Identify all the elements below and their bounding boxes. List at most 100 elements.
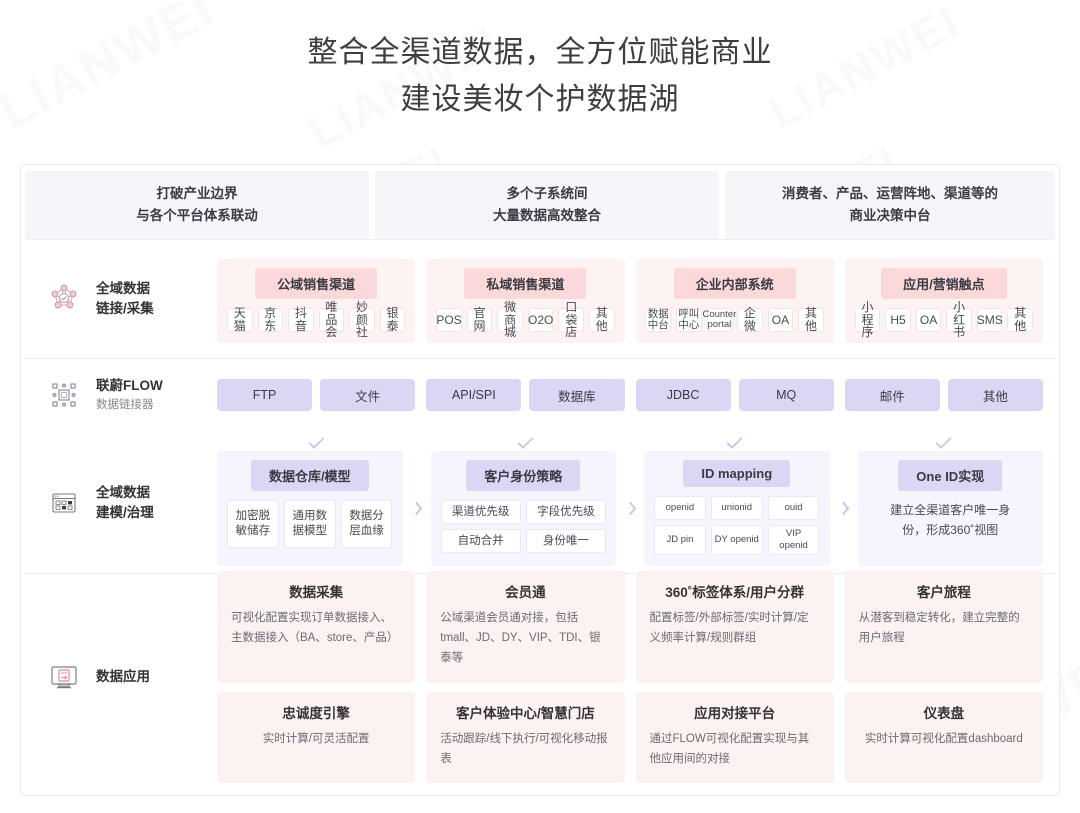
chip[interactable]: SMS <box>977 308 1003 332</box>
chip[interactable]: Counter portal <box>702 308 737 332</box>
chip[interactable]: VIP openid <box>767 525 820 555</box>
chip[interactable]: 官网 <box>466 307 493 332</box>
chevron-col <box>845 431 1043 451</box>
flow-pill[interactable]: 其他 <box>947 379 1043 411</box>
chip[interactable]: 天猫 <box>226 307 253 332</box>
chip[interactable]: JD pin <box>654 525 706 555</box>
chevron-col <box>426 431 624 451</box>
chevron-right-icon <box>837 501 850 516</box>
chip[interactable]: 身份唯一 <box>525 529 606 553</box>
header-box-2: 消费者、产品、运营阵地、渠道等的 商业决策中台 <box>725 171 1055 239</box>
chip[interactable]: 妙颜社 <box>349 301 375 339</box>
app-card-desc: 实时计算可视化配置dashboard <box>864 733 1023 746</box>
row-application-title: 数据应用 <box>96 668 150 684</box>
flow-pill[interactable]: 文件 <box>320 379 416 411</box>
chip[interactable]: 微商城 <box>497 301 523 339</box>
chip[interactable]: 其他 <box>798 307 824 332</box>
chip[interactable]: openid <box>654 496 706 520</box>
flow-group-0: FTP 文件 <box>217 379 416 411</box>
chip[interactable]: 渠道优先级 <box>440 500 521 524</box>
chevron-down-icon <box>307 432 325 450</box>
app-card-desc: 活动跟踪/线下执行/可视化移动报表 <box>440 733 608 766</box>
app-card-desc: 从潜客到稳定转化，建立完整的用户旅程 <box>858 612 1020 645</box>
modeling-group-2-chips: openid unionid ouid JD pin DY openid VIP… <box>654 496 820 555</box>
flow-pill[interactable]: 邮件 <box>844 379 940 411</box>
header-box-0: 打破产业边界 与各个平台体系联动 <box>25 171 369 239</box>
header-strip: 打破产业边界 与各个平台体系联动 多个子系统间 大量数据高效整合 消费者、产品、… <box>21 165 1059 239</box>
chip[interactable]: unionid <box>710 496 763 520</box>
flow-group-2: JDBC MQ <box>635 379 834 411</box>
modeling-group-0-title: 数据仓库/模型 <box>250 460 369 491</box>
row-collection-title2: 链接/采集 <box>96 301 154 316</box>
chip[interactable]: POS <box>436 308 462 332</box>
chip[interactable]: ouid <box>767 496 820 520</box>
chip[interactable]: O2O <box>527 308 554 332</box>
arrow-separator <box>830 451 858 566</box>
chip[interactable]: 企微 <box>737 307 763 332</box>
chip[interactable]: OA <box>915 308 942 332</box>
chip[interactable]: 唯品会 <box>318 301 345 339</box>
row-flow: 联蔚FLOW 数据链接器 FTP 文件 API/SPI 数据库 JDBC MQ <box>21 359 1059 431</box>
collection-group-2-title: 企业内部系统 <box>673 268 796 299</box>
app-card[interactable]: 仪表盘 实时计算可视化配置dashboard <box>844 691 1043 784</box>
collection-group-2: 企业内部系统 数据中台 呼叫中心 Counter portal 企微 OA 其他 <box>635 259 834 343</box>
flow-pill[interactable]: JDBC <box>635 379 731 411</box>
chip[interactable]: 字段优先级 <box>525 500 606 524</box>
app-card[interactable]: 应用对接平台 通过FLOW可视化配置实现与其他应用间的对接 <box>635 691 834 784</box>
chip[interactable]: 数据中台 <box>645 308 672 332</box>
chip[interactable]: 通用数据模型 <box>283 500 336 548</box>
modeling-group-1-chips: 渠道优先级 字段优先级 自动合并 身份唯一 <box>440 500 606 553</box>
chevron-down-icon <box>517 432 534 450</box>
chevron-right-icon <box>624 501 636 516</box>
app-card[interactable]: 数据采集 可视化配置实现订单数据接入、主数据接入（BA、store、产品） <box>217 570 416 683</box>
flow-pill[interactable]: MQ <box>738 379 834 411</box>
app-card[interactable]: 客户旅程 从潜客到稳定转化，建立完整的用户旅程 <box>844 570 1043 683</box>
chip[interactable]: 自动合并 <box>440 529 521 553</box>
chip[interactable]: 抖音 <box>288 307 314 332</box>
divider <box>25 358 1055 359</box>
chevron-right-icon <box>410 501 423 516</box>
chip[interactable]: DY openid <box>710 525 763 555</box>
flow-pill[interactable]: FTP <box>217 379 313 411</box>
arrow-separator <box>403 451 431 566</box>
row-application-body: 数据采集 可视化配置实现订单数据接入、主数据接入（BA、store、产品） 会员… <box>217 570 1059 784</box>
collection-group-1-chips: POS 官网 微商城 O2O 口袋店 其他 <box>436 301 615 339</box>
app-card[interactable]: 忠诚度引擎 实时计算/可灵活配置 <box>217 691 416 784</box>
app-card[interactable]: 客户体验中心/智慧门店 活动跟踪/线下执行/可视化移动报表 <box>426 691 625 784</box>
row-collection: 全域数据 链接/采集 公域销售渠道 天猫 京东 抖音 唯品会 妙颜社 银泰 <box>21 240 1059 358</box>
app-card-title: 客户旅程 <box>916 584 971 600</box>
header-box-2-line1: 消费者、产品、运营阵地、渠道等的 <box>782 185 998 201</box>
chip[interactable]: H5 <box>885 308 911 332</box>
chip[interactable]: 加密脱敏储存 <box>227 500 279 548</box>
app-card[interactable]: 360˚标签体系/用户分群 配置标签/外部标签/实时计算/定义频率计算/规则群组 <box>635 570 834 683</box>
flow-group-3: 邮件 其他 <box>844 379 1043 411</box>
app-card-desc: 通过FLOW可视化配置实现与其他应用间的对接 <box>649 733 810 766</box>
chip[interactable]: 其他 <box>1007 307 1034 332</box>
chip[interactable]: 数据分层血缘 <box>340 500 393 548</box>
app-card-title: 客户体验中心/智慧门店 <box>455 705 595 721</box>
diagram-frame: 打破产业边界 与各个平台体系联动 多个子系统间 大量数据高效整合 消费者、产品、… <box>20 164 1060 796</box>
chevron-strip <box>21 431 1059 451</box>
header-box-1-line2: 大量数据高效整合 <box>493 208 601 223</box>
row-flow-title: 联蔚FLOW <box>96 377 163 393</box>
collection-group-0-chips: 天猫 京东 抖音 唯品会 妙颜社 银泰 <box>226 301 406 339</box>
network-nodes-icon <box>45 280 83 318</box>
row-application: 数据应用 数据采集 可视化配置实现订单数据接入、主数据接入（BA、store、产… <box>21 570 1059 784</box>
chip[interactable]: 其他 <box>588 307 615 332</box>
chip[interactable]: 小红书 <box>946 301 972 339</box>
chip[interactable]: 银泰 <box>379 307 406 332</box>
chip[interactable]: 呼叫中心 <box>676 308 702 332</box>
chip[interactable]: 口袋店 <box>558 301 584 339</box>
application-line-2: 忠诚度引擎 实时计算/可灵活配置 客户体验中心/智慧门店 活动跟踪/线下执行/可… <box>217 691 1043 784</box>
flow-pill[interactable]: API/SPI <box>426 379 522 411</box>
flow-pill[interactable]: 数据库 <box>529 379 625 411</box>
chip[interactable]: 京东 <box>257 307 284 332</box>
page-title: 整合全渠道数据，全方位赋能商业 建设美妆个护数据湖 <box>0 0 1080 123</box>
collection-group-0: 公域销售渠道 天猫 京东 抖音 唯品会 妙颜社 银泰 <box>217 259 416 343</box>
modeling-group-1: 客户身份策略 渠道优先级 字段优先级 自动合并 身份唯一 <box>430 451 616 566</box>
app-card[interactable]: 会员通 公域渠道会员通对接，包括tmall、JD、DY、VIP、TDI、银泰等 <box>426 570 625 683</box>
chip[interactable]: OA <box>767 308 794 332</box>
collection-group-1-title: 私域销售渠道 <box>464 268 587 299</box>
chip[interactable]: 小程序 <box>854 301 881 339</box>
